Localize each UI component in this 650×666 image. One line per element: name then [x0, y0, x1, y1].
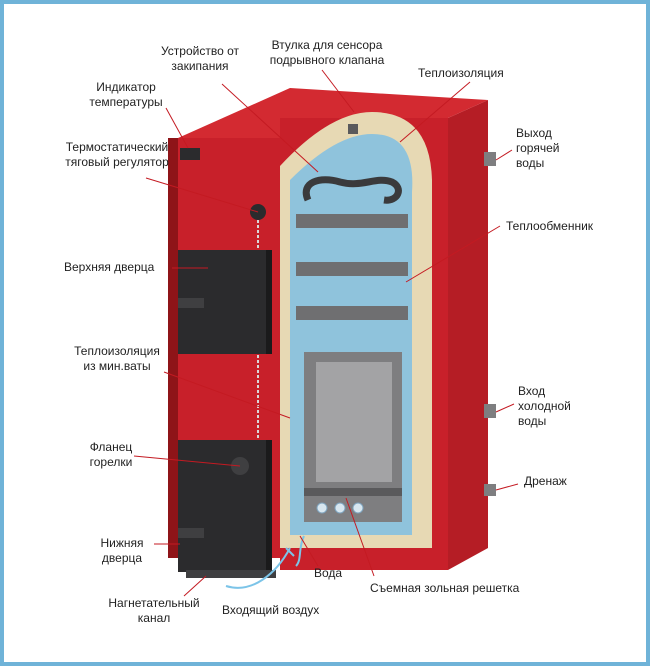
leader-burner-flange — [133, 455, 241, 467]
leader-sensor-sleeve — [321, 69, 355, 113]
incoming-air-arrow — [225, 535, 305, 589]
combustion-chamber-back — [316, 362, 392, 482]
label-upper-door: Верхняя дверца — [64, 260, 155, 274]
label-lower-door: Нижняя дверца — [100, 536, 144, 565]
boiler-right-side-panel — [448, 100, 488, 570]
boiler-top-panel — [178, 88, 488, 138]
hot-water-outlet-pipe — [484, 152, 496, 166]
air-inlet-channel — [186, 570, 276, 578]
upper-door-hinge-side — [266, 250, 272, 354]
label-boil-device: Устройство от закипания — [160, 44, 240, 73]
facade-shadow-strip — [168, 138, 178, 558]
leader-boil-device — [221, 83, 319, 173]
label-sensor-sleeve: Втулка для сенсора подрывного клапана — [269, 38, 385, 67]
air-nozzle-3 — [352, 502, 364, 514]
lower-door-hinge-side — [266, 440, 272, 572]
label-heat-exchanger: Теплообменник — [506, 219, 594, 233]
label-cold-inlet: Вход холодной воды — [518, 384, 571, 428]
leader-water — [299, 535, 319, 567]
label-drain: Дренаж — [524, 474, 567, 488]
baffle-plate-1 — [296, 214, 408, 228]
label-insulation-top: Теплоизоляция — [418, 66, 504, 80]
ash-grate-plate — [304, 488, 402, 496]
leader-temp-indicator — [165, 107, 189, 149]
label-water: Вода — [314, 566, 343, 580]
label-burner-flange: Фланец горелки — [89, 440, 133, 469]
baffle-plate-3 — [296, 306, 408, 320]
leader-mineral-insulation — [163, 371, 291, 419]
leader-cold-inlet — [495, 403, 515, 413]
leader-lines — [133, 69, 519, 597]
temperature-indicator-display — [180, 148, 200, 160]
label-mineral-insulation: Теплоизоляция из мин.ваты — [74, 344, 160, 373]
upper-door-handle — [178, 298, 204, 308]
air-nozzle-2 — [334, 502, 346, 514]
lower-door — [178, 440, 270, 572]
label-air-channel: Нагнетательный канал — [108, 596, 200, 625]
leader-ash-grate — [345, 497, 375, 577]
air-nozzle-1 — [316, 502, 328, 514]
drain-pipe — [484, 484, 496, 496]
leader-drain — [495, 483, 519, 491]
baffle-plate-2 — [296, 262, 408, 276]
leader-thermostat — [145, 177, 259, 213]
leader-insulation-top — [399, 81, 471, 143]
label-ash-grate: Съемная зольная решетка — [370, 581, 520, 595]
lower-door-handle — [178, 528, 204, 538]
label-thermostat: Термостатический тяговый регулятор — [65, 140, 169, 169]
sensor-sleeve-fitting — [348, 124, 358, 134]
leader-air-channel — [183, 575, 207, 597]
cold-water-inlet-pipe — [484, 404, 496, 418]
label-hot-outlet: Выход горячей воды — [516, 126, 560, 170]
leader-hot-outlet — [495, 149, 513, 161]
label-incoming-air: Входящий воздух — [222, 603, 320, 617]
label-temp-indicator: Индикатор температуры — [89, 80, 163, 109]
leader-heat-exchanger — [405, 225, 501, 283]
anti-boil-coil — [302, 176, 402, 204]
